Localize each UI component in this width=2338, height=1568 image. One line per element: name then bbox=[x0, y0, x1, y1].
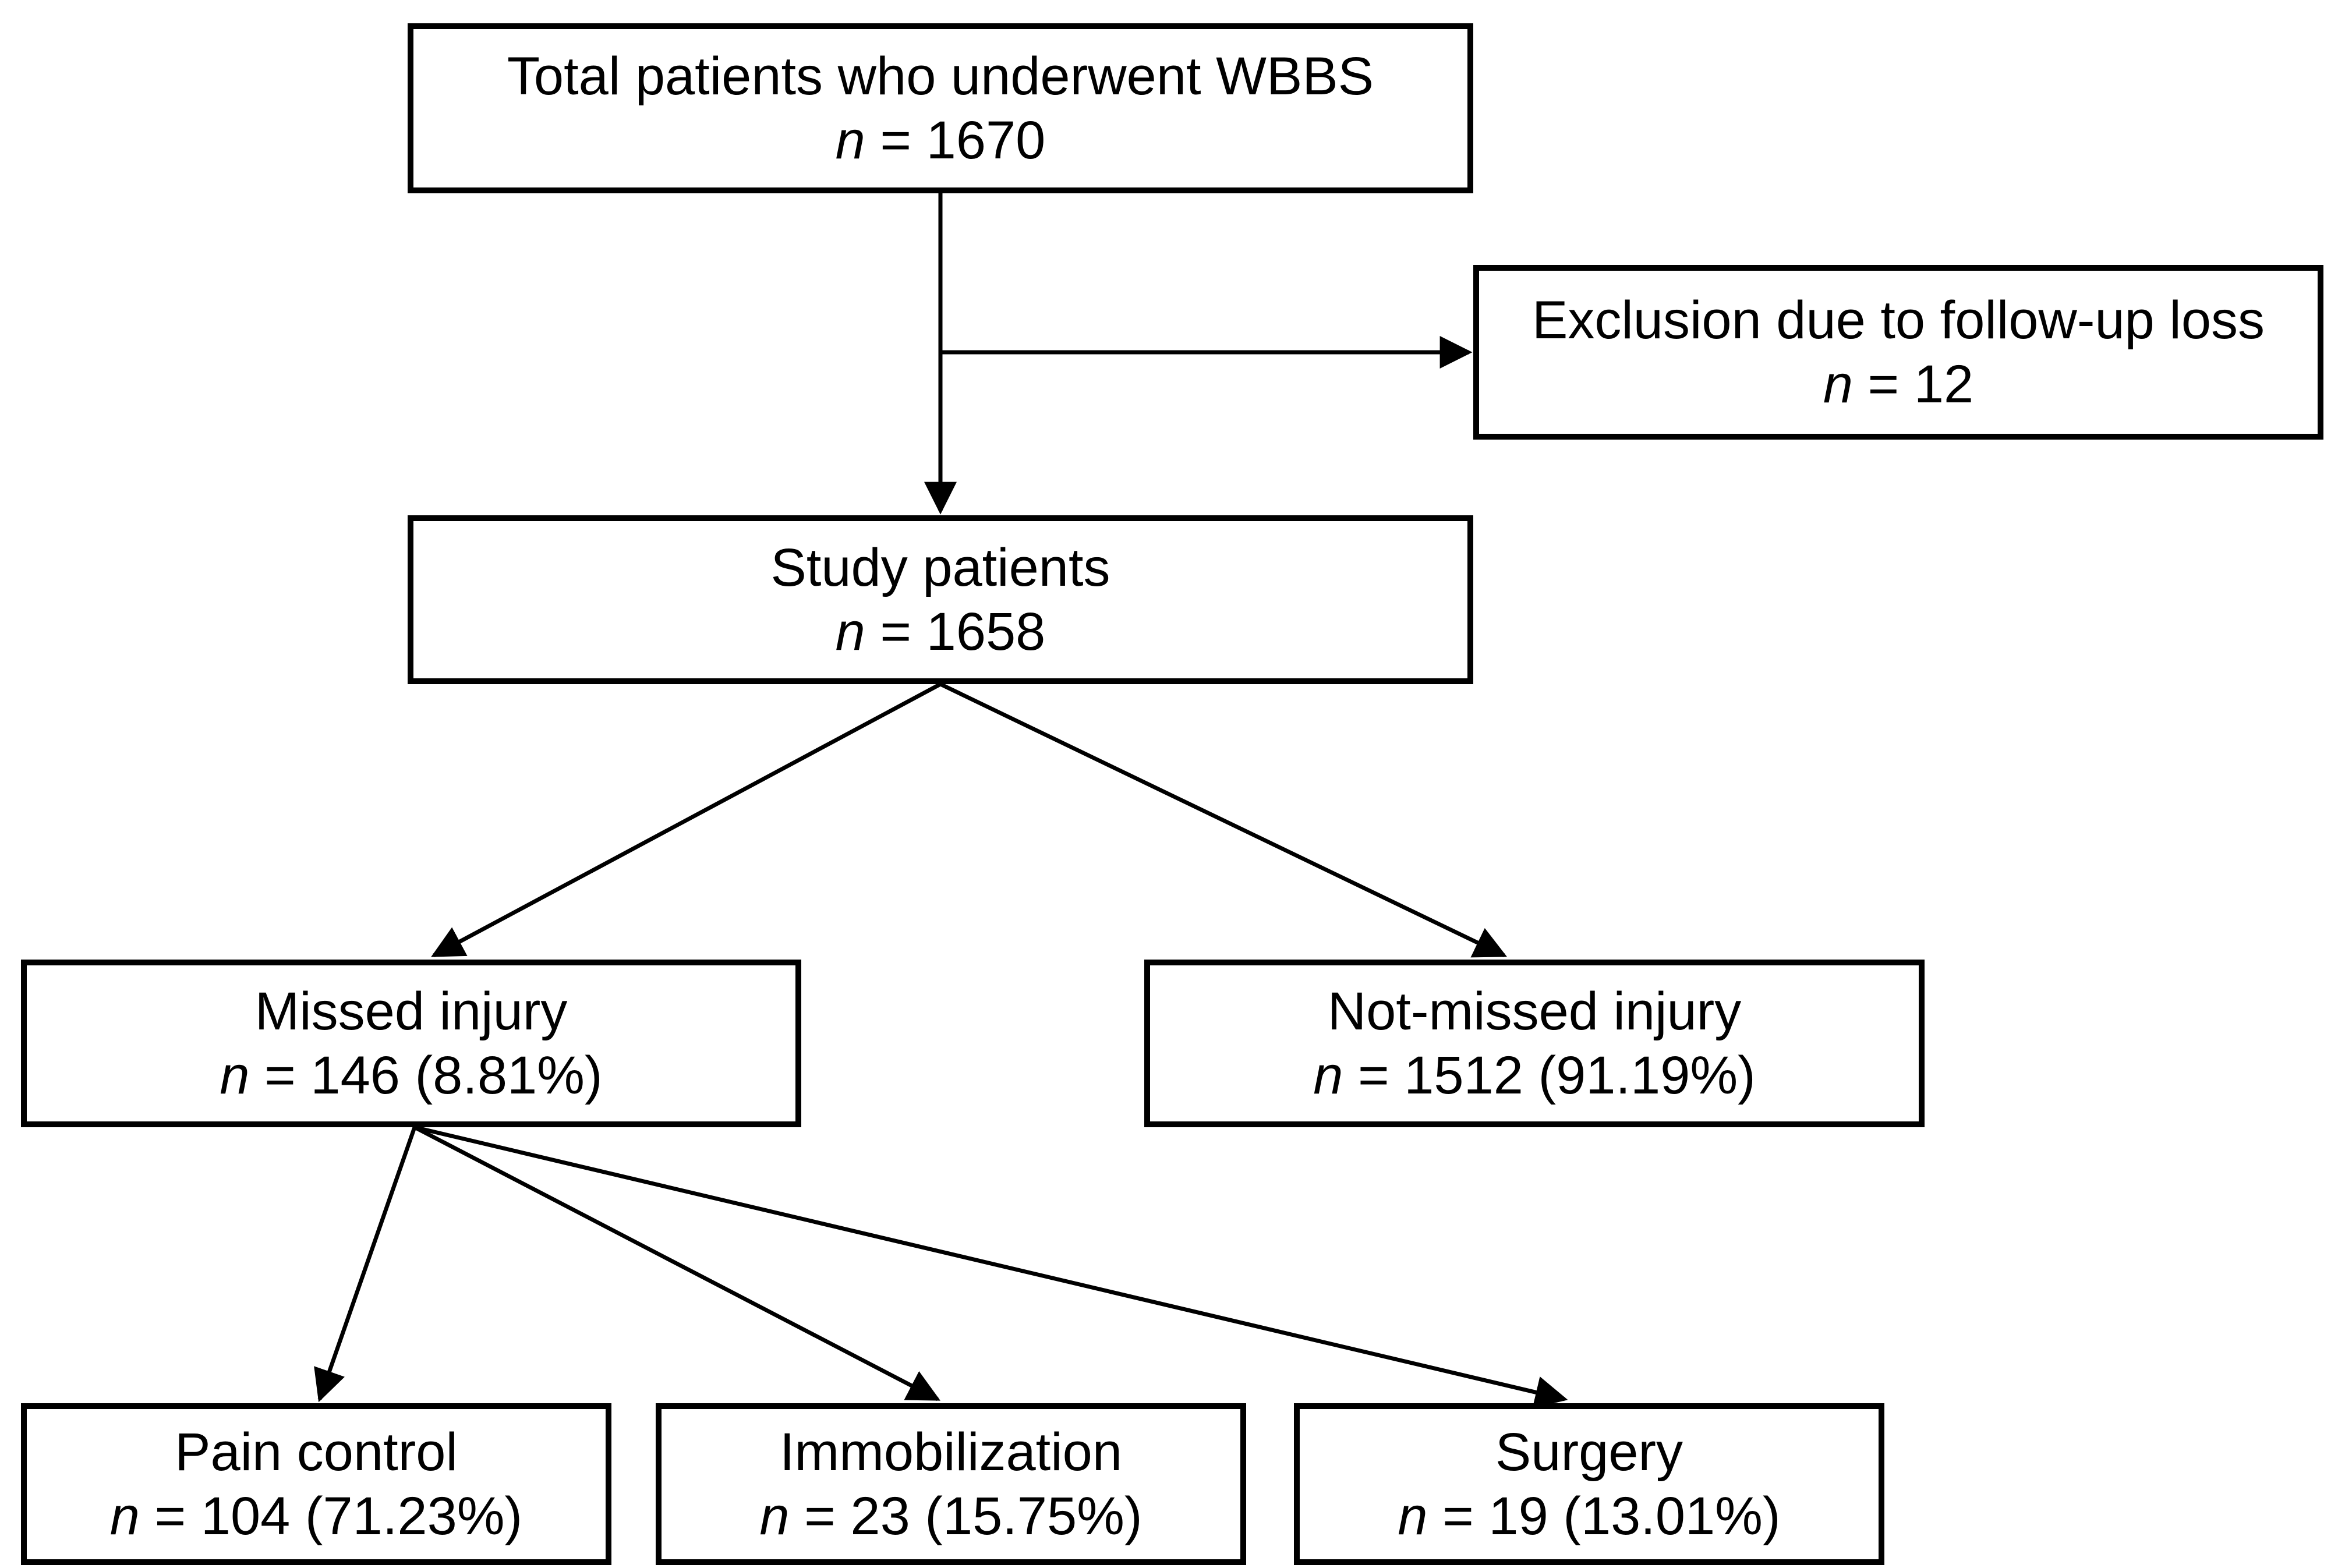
n-symbol: n bbox=[835, 111, 865, 170]
box-exclusion-count: n = 12 bbox=[1823, 355, 1974, 414]
box-missed-injury: Missed injury n = 146 (8.81%) bbox=[21, 960, 801, 1127]
box-study-patients-label: Study patients bbox=[770, 537, 1110, 597]
box-not-missed-injury-label: Not-missed injury bbox=[1327, 981, 1742, 1041]
box-surgery: Surgery n = 19 (13.01%) bbox=[1294, 1403, 1884, 1565]
n-symbol: n bbox=[220, 1046, 250, 1105]
n-symbol: n bbox=[759, 1486, 790, 1546]
arrow-missed-to-surgery bbox=[414, 1125, 1568, 1408]
arrow-missed-to-paincontrol bbox=[314, 1126, 417, 1403]
box-surgery-count: n = 19 (13.01%) bbox=[1398, 1486, 1781, 1546]
box-total-patients-label: Total patients who underwent WBBS bbox=[507, 46, 1374, 106]
box-immobilization-count: n = 23 (15.75%) bbox=[759, 1486, 1143, 1546]
box-exclusion-label: Exclusion due to follow-up loss bbox=[1532, 290, 2265, 350]
box-not-missed-injury: Not-missed injury n = 1512 (91.19%) bbox=[1144, 960, 1925, 1127]
n-symbol: n bbox=[1313, 1046, 1343, 1105]
n-symbol: n bbox=[1823, 355, 1853, 414]
box-study-patients: Study patients n = 1658 bbox=[408, 515, 1473, 684]
box-missed-injury-label: Missed injury bbox=[254, 981, 568, 1041]
box-missed-injury-count: n = 146 (8.81%) bbox=[220, 1046, 603, 1105]
arrow-study-to-notmissed bbox=[939, 682, 1508, 958]
box-pain-control: Pain control n = 104 (71.23%) bbox=[21, 1403, 611, 1565]
box-pain-control-label: Pain control bbox=[175, 1422, 458, 1482]
box-total-patients-count: n = 1670 bbox=[835, 111, 1046, 170]
box-exclusion: Exclusion due to follow-up loss n = 12 bbox=[1473, 265, 2323, 440]
box-not-missed-injury-count: n = 1512 (91.19%) bbox=[1313, 1046, 1756, 1105]
box-study-patients-count: n = 1658 bbox=[835, 602, 1046, 661]
n-symbol: n bbox=[109, 1486, 140, 1546]
box-pain-control-count: n = 104 (71.23%) bbox=[109, 1486, 523, 1546]
box-total-patients: Total patients who underwent WBBS n = 16… bbox=[408, 23, 1473, 193]
box-immobilization: Immobilization n = 23 (15.75%) bbox=[656, 1403, 1246, 1565]
n-symbol: n bbox=[1398, 1486, 1428, 1546]
box-immobilization-label: Immobilization bbox=[780, 1422, 1122, 1482]
arrow-missed-to-immobilization bbox=[413, 1125, 940, 1401]
n-symbol: n bbox=[835, 602, 865, 661]
box-surgery-label: Surgery bbox=[1495, 1422, 1683, 1482]
arrow-study-to-missed bbox=[431, 682, 942, 958]
